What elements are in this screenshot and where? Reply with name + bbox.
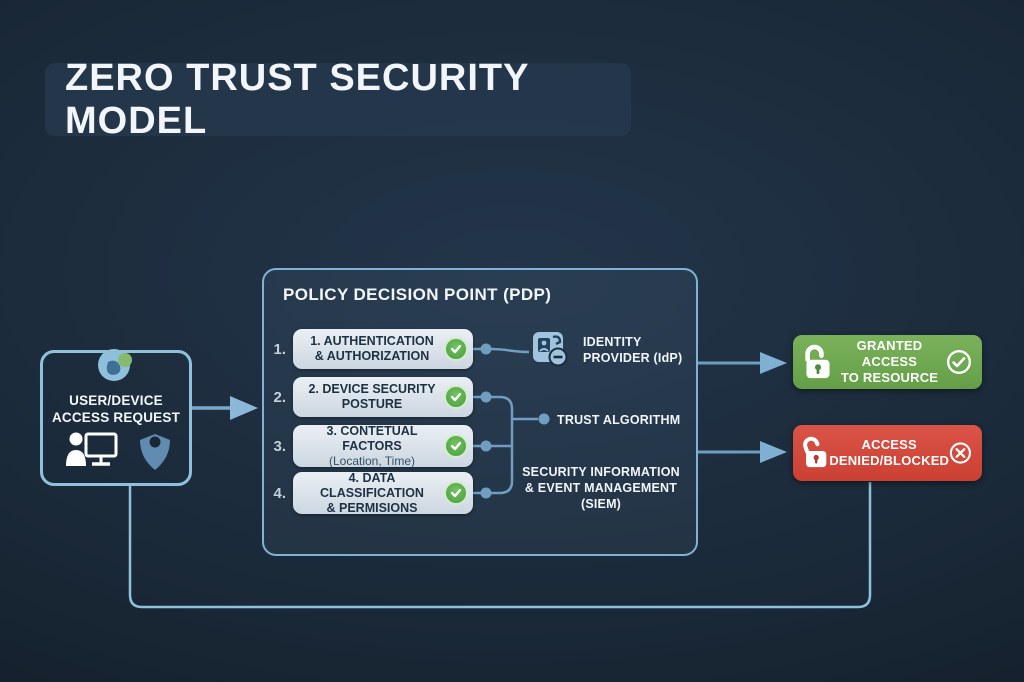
arrow-pdp-to-denied (698, 441, 787, 463)
page-title: ZERO TRUST SECURITY MODEL (65, 56, 529, 142)
granted-access-box: GRANTED ACCESS TO RESOURCE (793, 335, 982, 389)
unlocked-padlock-icon (805, 344, 830, 379)
item-number-3: 3. (273, 438, 286, 455)
identity-provider-label: IDENTITY PROVIDER (IdP) (583, 335, 683, 365)
checklist-item-authentication: 1. AUTHENTICATION & AUTHORIZATION (293, 329, 473, 369)
check-circle-icon (444, 385, 468, 409)
title-banner: ZERO TRUST SECURITY MODEL (45, 57, 631, 142)
id-card-icon (533, 332, 568, 367)
granted-access-label: GRANTED ACCESS TO RESOURCE (840, 338, 939, 385)
shield-user-icon (140, 434, 170, 470)
connector-dots (480, 343, 550, 499)
unlocked-padlock-icon (803, 436, 827, 468)
denied-access-label: ACCESS DENIED/BLOCKED (829, 437, 950, 468)
denied-access-box: ACCESS DENIED/BLOCKED (793, 425, 982, 481)
checklist-connectors (473, 347, 538, 495)
checklist-item-data-classification: 4. DATA CLASSIFICATION & PERMISIONS (293, 471, 473, 515)
user-monitor-icon (66, 432, 118, 466)
siem-label: SECURITY INFORMATION & EVENT MANAGEMENT … (522, 465, 680, 511)
x-circle-outline-icon (950, 442, 972, 464)
check-circle-outline-icon (946, 349, 972, 375)
trust-algorithm-label: TRUST ALGORITHM (557, 413, 681, 427)
arrow-request-to-pdp (192, 396, 258, 420)
check-circle-icon (444, 434, 468, 458)
pdp-title: POLICY DECISION POINT (PDP) (283, 285, 552, 304)
item-number-4: 4. (273, 485, 286, 502)
item-number-1: 1. (273, 341, 286, 358)
checklist-item-contextual-factors: 3. CONTETUAL FACTORS (Location, Time) (293, 424, 473, 468)
check-circle-icon (444, 337, 468, 361)
arrow-pdp-to-granted (698, 352, 787, 374)
globe-network-icon (98, 349, 132, 381)
checklist-item-device-posture: 2. DEVICE SECURITY POSTURE (293, 377, 473, 417)
check-circle-icon (444, 481, 468, 505)
item-number-2: 2. (273, 389, 286, 406)
feedback-loop-line (128, 482, 872, 609)
request-label: USER/DEVICE ACCESS REQUEST (51, 393, 181, 425)
